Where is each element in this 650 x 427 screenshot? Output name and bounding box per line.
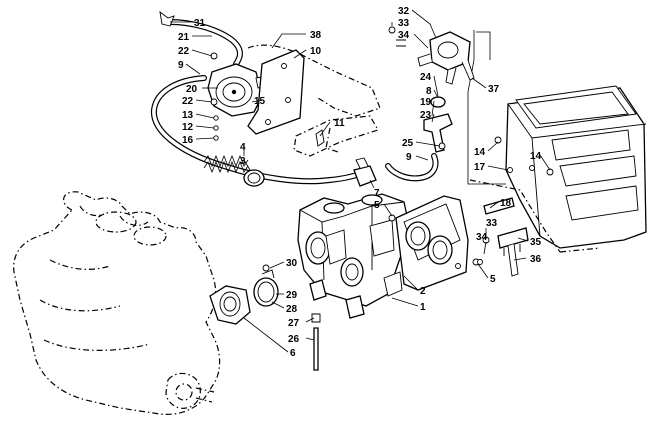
callout-23: 23 <box>420 110 432 121</box>
callout-34: 34 <box>398 30 410 41</box>
fuel-hoses <box>150 19 506 185</box>
callout-15: 15 <box>254 96 266 107</box>
fuel-pump-assembly <box>159 10 325 147</box>
callout-1: 1 <box>420 302 426 313</box>
callout-6: 6 <box>290 348 296 359</box>
callout-35: 35 <box>530 237 542 248</box>
callout-29: 29 <box>286 290 298 301</box>
callout-17: 17 <box>474 162 486 173</box>
callout-9: 9 <box>406 152 412 163</box>
callout-30: 30 <box>286 258 298 269</box>
callout-9: 9 <box>178 60 184 71</box>
callout-20: 20 <box>186 84 198 95</box>
callout-8: 8 <box>426 86 432 97</box>
leader-lines <box>170 9 551 353</box>
callout-14: 14 <box>474 147 486 158</box>
callout-16: 16 <box>182 135 194 146</box>
carburetor-assembly <box>297 193 411 319</box>
callout-5: 5 <box>490 274 496 285</box>
mounting-hardware <box>494 136 554 176</box>
callout-36: 36 <box>530 254 542 265</box>
intake-manifold-flange <box>209 264 321 371</box>
engine-outline <box>13 191 221 415</box>
callout-11: 11 <box>334 118 345 129</box>
oil-pump-valve <box>388 26 475 85</box>
callout-37: 37 <box>488 84 500 95</box>
callout-32: 32 <box>398 6 410 17</box>
callout-18: 18 <box>500 198 512 209</box>
callout-26: 26 <box>288 334 300 345</box>
callout-2: 2 <box>420 286 426 297</box>
air-intake-plate <box>388 195 480 291</box>
callout-13: 13 <box>182 110 194 121</box>
callout-24: 24 <box>420 72 432 83</box>
callout-34: 34 <box>476 232 488 243</box>
oil-distribution-block <box>477 197 529 277</box>
callout-33: 33 <box>486 218 498 229</box>
callout-38: 38 <box>310 30 322 41</box>
callout-4: 4 <box>240 142 246 153</box>
callout-3: 3 <box>240 156 246 167</box>
callout-12: 12 <box>182 122 194 133</box>
vent-bracket <box>423 96 453 153</box>
air-silencer-box <box>469 85 647 253</box>
callout-10: 10 <box>310 46 322 57</box>
callout-28: 28 <box>286 304 298 315</box>
callout-22: 22 <box>182 96 194 107</box>
callout-21: 21 <box>178 32 190 43</box>
callout-27: 27 <box>288 318 300 329</box>
callout-31: 31 <box>194 18 206 29</box>
callout-19: 19 <box>420 97 432 108</box>
spring-and-clamp <box>203 154 265 187</box>
inline-fitting <box>353 157 377 187</box>
callout-25: 25 <box>402 138 414 149</box>
callout-7: 7 <box>374 188 380 199</box>
callout-22: 22 <box>178 46 190 57</box>
callout-14: 14 <box>530 151 542 162</box>
callout-33: 33 <box>398 18 410 29</box>
callouts: 31 21 22 9 20 22 15 13 12 16 38 10 11 4 … <box>178 6 542 359</box>
callout-5: 5 <box>374 200 380 211</box>
